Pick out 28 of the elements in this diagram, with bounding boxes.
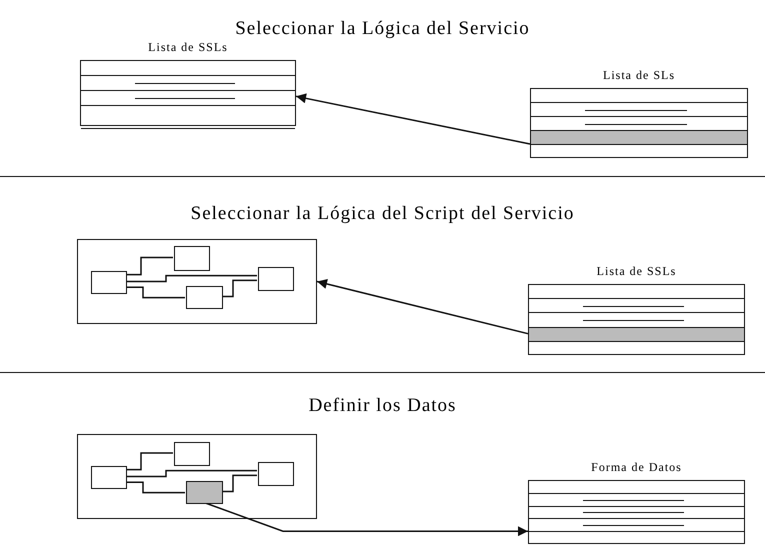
table-heading: Forma de Datos — [590, 460, 683, 475]
connector-line — [126, 470, 257, 478]
process-box — [174, 246, 210, 271]
process-box — [91, 466, 127, 489]
connector-line — [222, 474, 257, 492]
process-box — [174, 442, 210, 466]
flowchart-frame — [77, 239, 317, 324]
connector-line — [126, 482, 185, 494]
arrow — [205, 502, 528, 536]
connector-line — [126, 452, 173, 470]
process-box — [186, 286, 223, 309]
section-heading: Definir los Datos — [308, 395, 458, 417]
selected-process-box — [186, 481, 223, 504]
arrow — [296, 93, 530, 145]
connector-line — [126, 274, 257, 282]
table-heading: Lista de SSLs — [147, 40, 229, 55]
process-box — [91, 271, 127, 294]
section-heading: Seleccionar la Lógica del Script del Servicio — [190, 203, 576, 225]
process-box — [258, 267, 294, 291]
connector-line — [222, 280, 257, 298]
arrow — [316, 279, 528, 334]
process-box — [258, 462, 294, 486]
connector-line — [126, 256, 173, 276]
flowchart-frame — [77, 434, 317, 519]
table-heading: Lista de SLs — [602, 68, 676, 83]
table-heading: Lista de SSLs — [596, 264, 678, 279]
connector-line — [126, 286, 185, 298]
section-heading: Seleccionar la Lógica del Servicio — [234, 18, 531, 40]
